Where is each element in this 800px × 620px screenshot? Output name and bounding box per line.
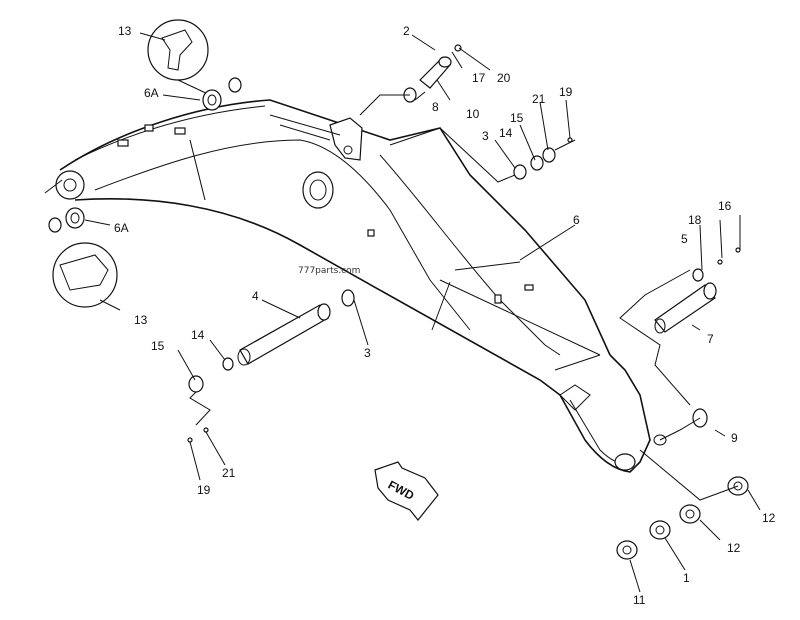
callout-21-bottom: 21 [222, 466, 236, 480]
callout-12-right: 12 [762, 511, 776, 525]
callout-2: 2 [403, 24, 410, 38]
callout-5: 5 [681, 232, 688, 246]
boom-body [44, 99, 667, 473]
callout-6: 6 [573, 213, 580, 227]
callout-1: 1 [683, 571, 690, 585]
callout-labels: 13 6A 2 17 20 8 10 21 19 15 3 14 6A 13 6… [114, 24, 776, 607]
detail-13-bottom [52, 242, 121, 311]
callout-17: 17 [472, 71, 486, 85]
callout-3-top: 3 [482, 129, 489, 143]
callout-21-top: 21 [532, 92, 546, 106]
callout-4: 4 [252, 289, 259, 303]
forward-direction-arrow: FWD [374, 461, 439, 521]
bushing-6A-bottom [48, 207, 85, 233]
callout-11: 11 [633, 593, 646, 607]
callout-6A-bottom: 6A [114, 221, 129, 235]
callout-16: 16 [718, 199, 732, 213]
callout-15-top: 15 [510, 111, 524, 125]
callout-8: 8 [432, 100, 439, 114]
callout-14-top: 14 [499, 126, 513, 140]
callout-13-bottom: 13 [134, 313, 148, 327]
callout-3-bottom: 3 [364, 346, 371, 360]
callout-12-left: 12 [727, 541, 741, 555]
callout-14-bottom: 14 [191, 328, 205, 342]
leader-lines [84, 32, 761, 593]
pin-10 [403, 44, 462, 103]
pin-4 [187, 289, 355, 443]
callout-18: 18 [688, 213, 702, 227]
callout-7: 7 [707, 332, 714, 346]
washer-stack-top [513, 137, 573, 180]
callout-15-bottom: 15 [151, 339, 165, 353]
callout-19-bottom: 19 [197, 483, 211, 497]
callout-19-top: 19 [559, 85, 573, 99]
detail-13-top [147, 19, 211, 96]
washer-stack-bottom [616, 476, 749, 560]
callout-20: 20 [497, 71, 511, 85]
callout-10: 10 [466, 107, 480, 121]
watermark: 777parts.com [298, 266, 360, 276]
bushing-6A-top [202, 77, 242, 111]
callout-9: 9 [731, 431, 738, 445]
pin-7 [654, 247, 741, 334]
callout-6A-top: 6A [144, 86, 159, 100]
callout-13-top: 13 [118, 24, 132, 38]
